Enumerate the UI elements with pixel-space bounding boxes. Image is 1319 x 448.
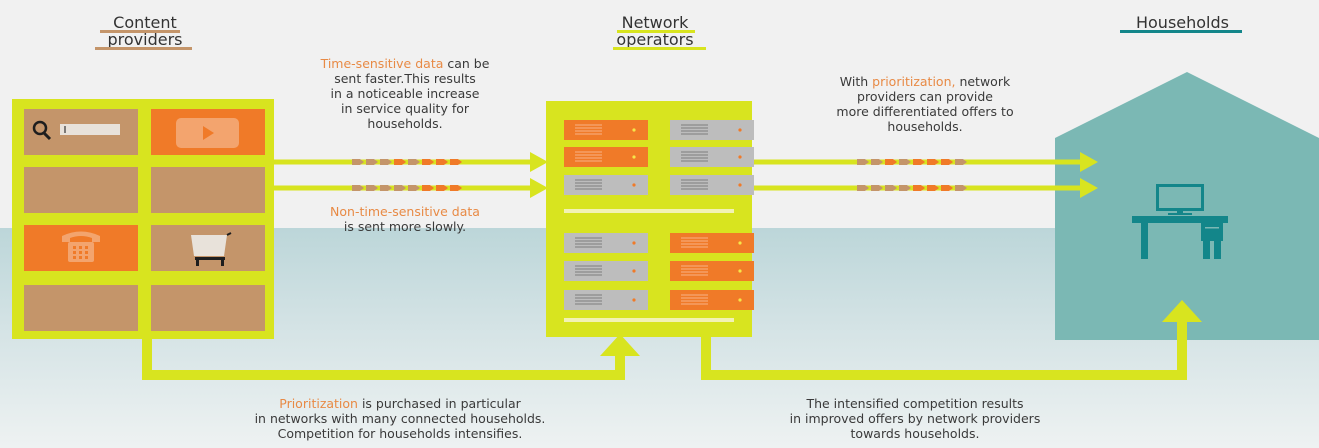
note-purchase-line2: in networks with many connected househol… — [254, 411, 546, 426]
network-operators-panel — [546, 101, 754, 337]
shopping-cart-icon — [191, 232, 232, 266]
note-offers-rest1: network — [955, 74, 1011, 89]
blank-tile-2 — [151, 167, 265, 213]
note-non-time-sensitive-line2: is sent more slowly. — [343, 219, 467, 234]
underline-content-2 — [95, 47, 192, 50]
title-content-line2: providers — [107, 30, 183, 49]
note-offers-line3: more differentiated offers to — [836, 104, 1014, 119]
note-time-sensitive: Time-sensitive data can be sent faster.T… — [280, 56, 530, 131]
note-purchase-rest1: is purchased in particular — [357, 396, 521, 411]
title-network-line1: Network — [621, 13, 689, 32]
packets-household-2 — [857, 185, 967, 191]
title-households-line1: Households — [1135, 13, 1229, 32]
note-time-sensitive-line3: in a noticeable increase — [330, 86, 480, 101]
note-non-time-sensitive: Non-time-sensitive data is sent more slo… — [280, 204, 530, 234]
underline-network-2 — [613, 47, 706, 50]
highlight-prioritization: prioritization, — [872, 74, 956, 89]
title-households: Households — [1115, 14, 1250, 31]
server-leds — [632, 128, 742, 302]
note-purchase-line3: Competition for households intensifies. — [277, 426, 523, 441]
search-icon — [32, 120, 120, 141]
underline-network-1 — [617, 30, 695, 33]
video-play-icon — [176, 118, 239, 148]
telephone-icon — [62, 231, 100, 262]
highlight-time-sensitive: Time-sensitive data — [320, 56, 444, 71]
note-offers-line4: households. — [887, 119, 963, 134]
note-prioritization-purchase: Prioritization is purchased in particula… — [220, 396, 580, 441]
blank-tile-1 — [24, 167, 138, 213]
content-providers-panel — [12, 99, 274, 339]
packets-slow — [352, 185, 462, 191]
title-content-providers: Content providers — [90, 14, 200, 48]
connector-network-to-household — [701, 300, 1202, 380]
note-competition-line3: towards households. — [850, 426, 980, 441]
title-network-line2: operators — [616, 30, 694, 49]
computer-monitor-icon — [1156, 184, 1204, 215]
packets-fast — [352, 159, 462, 165]
note-competition-line1: The intensified competition results — [806, 396, 1024, 411]
note-time-sensitive-line2: sent faster.This results — [334, 71, 476, 86]
packets-household-1 — [857, 159, 967, 165]
desk-icon — [1132, 216, 1228, 259]
note-offers-line2: providers can provide — [857, 89, 993, 104]
underline-households — [1120, 30, 1242, 33]
note-time-sensitive-rest1: can be — [443, 56, 490, 71]
title-network-operators: Network operators — [600, 14, 710, 48]
note-competition: The intensified competition results in i… — [745, 396, 1085, 441]
connector-content-to-network — [142, 334, 640, 380]
highlight-non-time-sensitive: Non-time-sensitive data — [330, 204, 480, 219]
blank-tile-4 — [151, 285, 265, 331]
note-offers-pre: With — [839, 74, 873, 89]
highlight-prioritization-purchase: Prioritization — [279, 396, 358, 411]
note-competition-line2: in improved offers by network providers — [789, 411, 1041, 426]
underline-content-1 — [100, 30, 180, 33]
server-vents — [575, 124, 708, 305]
title-content-line1: Content — [113, 13, 177, 32]
note-time-sensitive-line5: households. — [367, 116, 443, 131]
note-prioritization-offers: With prioritization, network providers c… — [790, 74, 1060, 134]
note-time-sensitive-line4: in service quality for — [340, 101, 470, 116]
blank-tile-3 — [24, 285, 138, 331]
